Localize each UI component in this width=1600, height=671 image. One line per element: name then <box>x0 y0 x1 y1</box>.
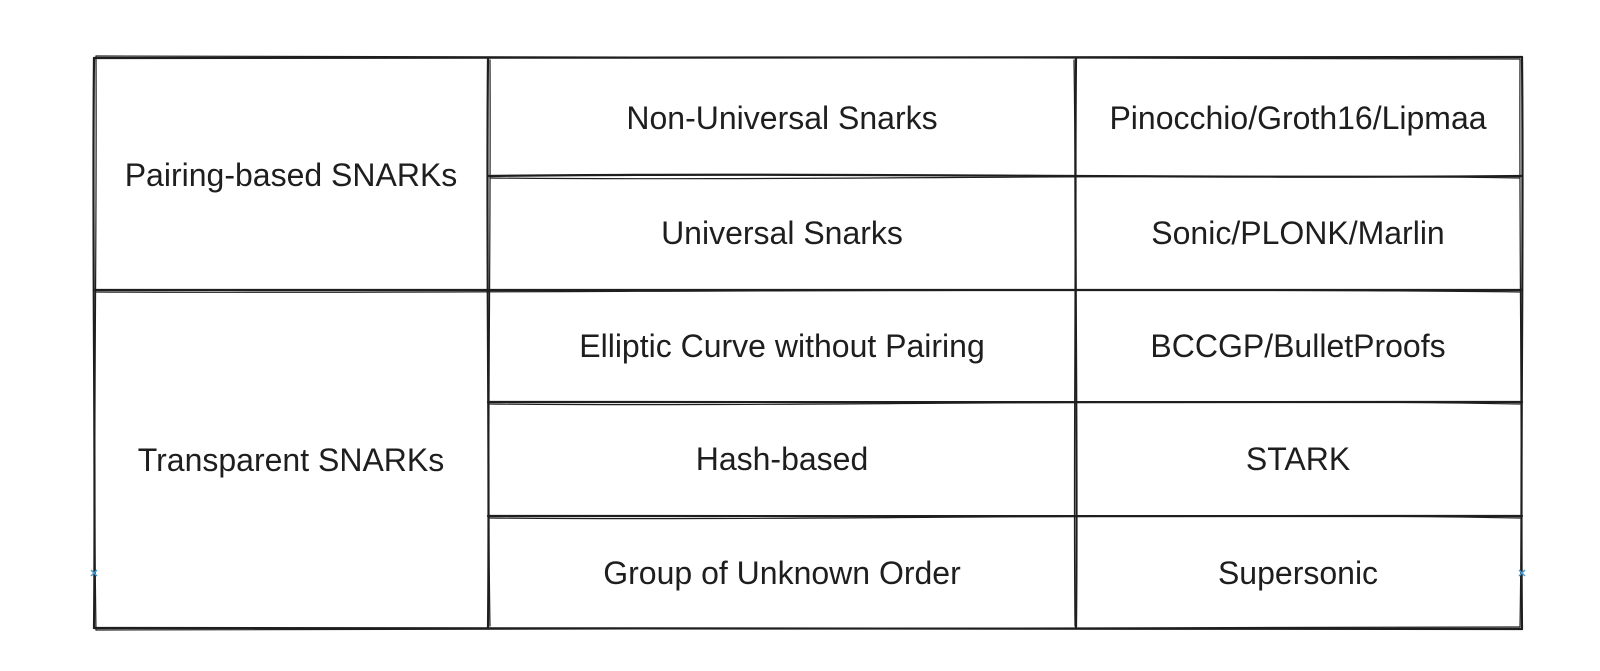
divider-col2 <box>1074 56 1078 630</box>
examples-bccgp-bulletproofs: BCCGP/BulletProofs <box>1150 327 1446 364</box>
examples-stark: STARK <box>1245 440 1351 477</box>
type-universal-snarks: Universal Snarks <box>661 214 903 251</box>
examples-pinocchio-groth16-lipmaa: Pinocchio/Groth16/Lipmaa <box>1109 99 1487 136</box>
divider-col1 <box>486 56 490 630</box>
type-elliptic-curve: Elliptic Curve without Pairing <box>579 327 985 364</box>
outer-border-right <box>1520 55 1524 631</box>
examples-supersonic: Supersonic <box>1217 554 1379 591</box>
type-non-universal-snarks: Non-Universal Snarks <box>626 99 938 136</box>
category-transparent: Transparent SNARKs <box>137 441 445 478</box>
type-group-unknown-order: Group of Unknown Order <box>603 554 961 591</box>
category-pairing-based: Pairing-based SNARKs <box>124 156 458 193</box>
outer-border-left <box>92 56 96 630</box>
examples-sonic-plonk-marlin: Sonic/PLONK/Marlin <box>1151 214 1445 251</box>
selection-handle-left <box>90 569 98 577</box>
selection-handle-right <box>1518 569 1526 577</box>
type-hash-based: Hash-based <box>695 440 869 477</box>
